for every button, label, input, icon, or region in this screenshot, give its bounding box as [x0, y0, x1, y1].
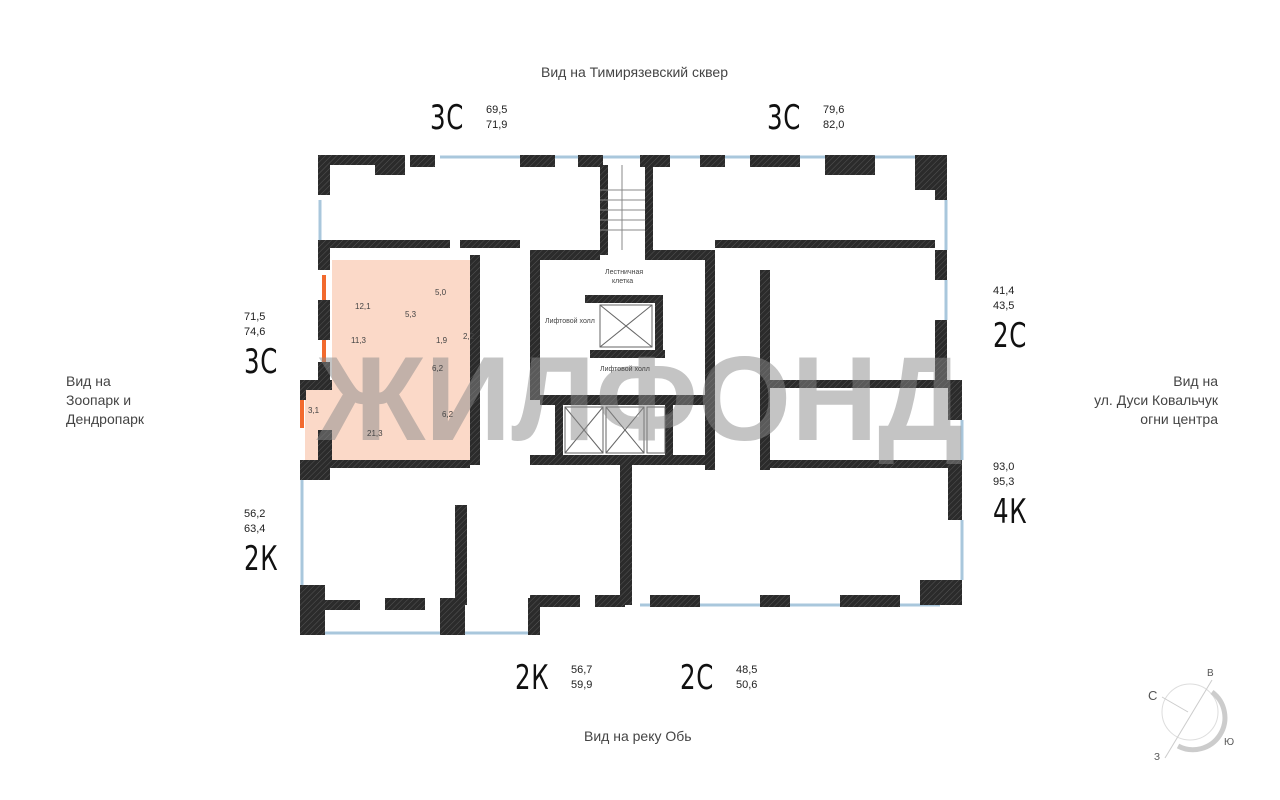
room-areas: 12,1 5,0 5,3 11,3 1,9 2,2 6,2 3,1 6,2 21… [308, 288, 475, 438]
compass-e: В [1207, 668, 1214, 679]
lift-hall-label: Лифтовой холл [545, 317, 595, 325]
view-top: Вид на Тимирязевский сквер [541, 64, 728, 80]
room-area: 12,1 [355, 302, 371, 311]
view-left: Вид на Зоопарк и Дендропарк [66, 372, 144, 429]
apartment-type: 2С [993, 316, 1028, 356]
room-area: 2,2 [463, 332, 475, 341]
view-right: Вид на ул. Дуси Ковальчук огни центра [1094, 372, 1218, 429]
selected-apartment[interactable] [300, 260, 477, 460]
compass-w: З [1154, 752, 1160, 763]
room-area: 11,3 [351, 336, 367, 345]
room-area: 6,2 [432, 364, 444, 373]
view-right-line: Вид на [1173, 373, 1218, 389]
view-left-line: Зоопарк и [66, 392, 132, 408]
room-area: 6,2 [442, 410, 454, 419]
apartment-type: 2С [680, 658, 715, 698]
apartment-type: 3С [767, 98, 802, 138]
view-bottom: Вид на реку Обь [584, 728, 692, 744]
walls [300, 155, 962, 635]
stairs-label: Лестничная [605, 269, 643, 276]
view-right-line: ул. Дуси Ковальчук [1094, 392, 1218, 408]
compass-n: С [1148, 688, 1157, 703]
view-left-line: Вид на [66, 373, 111, 389]
apartment-type: 4К [993, 492, 1028, 532]
room-area: 3,1 [308, 406, 320, 415]
apartment-type: 2К [244, 539, 279, 579]
room-area: 5,0 [435, 288, 447, 297]
apartment-type: 3С [244, 342, 279, 382]
lift-hall-label: Лифтовой холл [600, 365, 650, 373]
compass-s: Ю [1224, 737, 1234, 748]
room-area: 21,3 [367, 429, 383, 438]
stairs-label: клетка [612, 278, 633, 285]
room-area: 5,3 [405, 310, 417, 319]
apartment-type: 3С [430, 98, 465, 138]
view-right-line: огни центра [1140, 411, 1218, 427]
room-area: 1,9 [436, 336, 448, 345]
compass: С В Ю З [1148, 668, 1234, 763]
apartment-type: 2К [515, 658, 550, 698]
watermark: ЖИЛФОНД [316, 332, 964, 466]
view-left-line: Дендропарк [66, 411, 145, 427]
lift-shafts [564, 304, 666, 454]
stair-treads [600, 165, 645, 250]
